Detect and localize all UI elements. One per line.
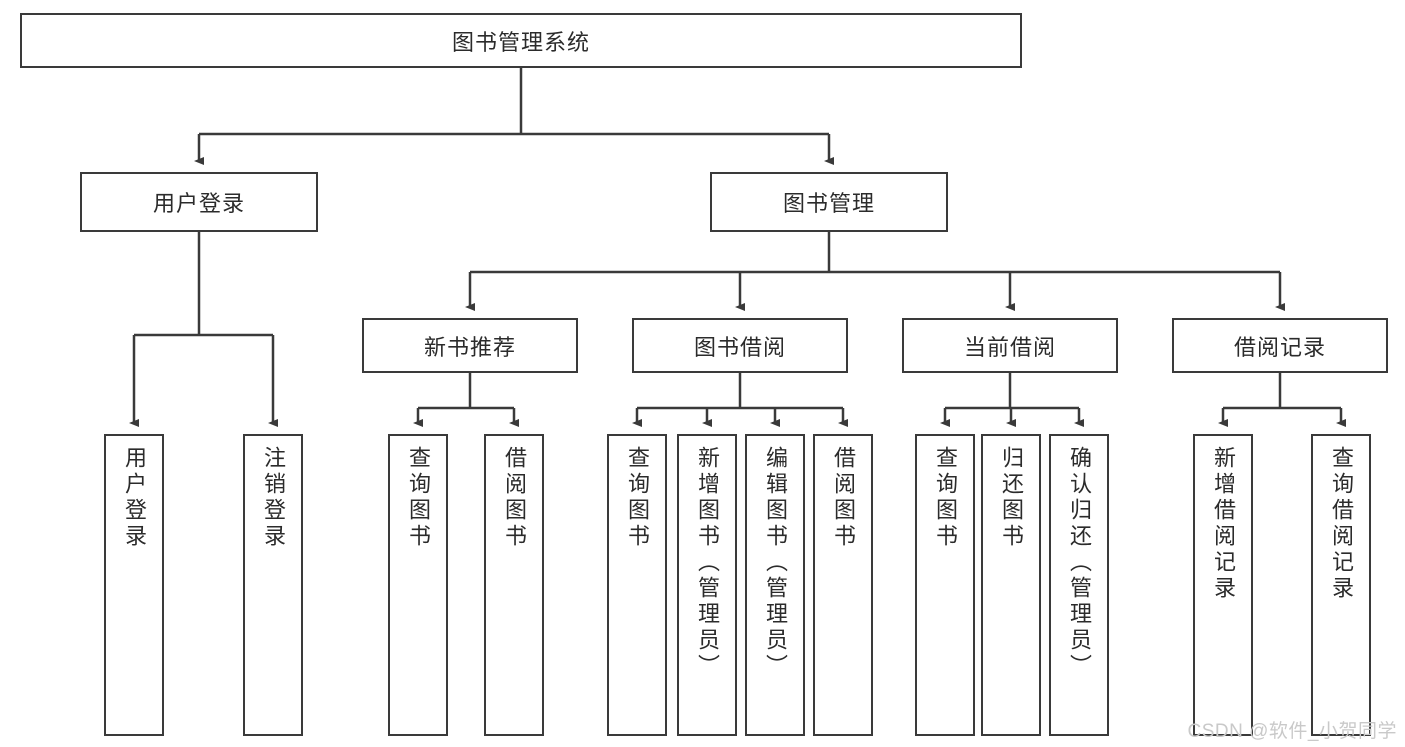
- node-label: 确认归还（管理员）: [1067, 446, 1092, 680]
- node-label: 借阅记录: [1233, 334, 1326, 360]
- node-label: 图书管理: [782, 191, 875, 216]
- node-current-borrow[interactable]: 当前借阅: [902, 318, 1118, 373]
- node-leaf-user-login[interactable]: 用户登录: [104, 434, 164, 736]
- node-leaf-query-book-2[interactable]: 查询图书: [607, 434, 667, 736]
- node-label: 当前借阅: [963, 334, 1056, 360]
- node-leaf-borrow-book-1[interactable]: 借阅图书: [484, 434, 544, 736]
- node-label: 查询图书: [933, 446, 958, 550]
- node-borrow-record[interactable]: 借阅记录: [1172, 318, 1388, 373]
- node-leaf-add-book[interactable]: 新增图书（管理员）: [677, 434, 737, 736]
- node-leaf-query-record[interactable]: 查询借阅记录: [1311, 434, 1371, 736]
- node-label: 借阅图书: [502, 446, 527, 550]
- node-leaf-confirm-return[interactable]: 确认归还（管理员）: [1049, 434, 1109, 736]
- node-root[interactable]: 图书管理系统: [20, 13, 1022, 68]
- node-leaf-return-book[interactable]: 归还图书: [981, 434, 1041, 736]
- node-leaf-query-book-3[interactable]: 查询图书: [915, 434, 975, 736]
- node-label: 查询图书: [625, 446, 650, 550]
- node-label: 用户登录: [122, 446, 147, 550]
- node-new-book-rec[interactable]: 新书推荐: [362, 318, 578, 373]
- node-book-manage[interactable]: 图书管理: [710, 172, 948, 232]
- node-leaf-edit-book[interactable]: 编辑图书（管理员）: [745, 434, 805, 736]
- node-label: 图书借阅: [693, 334, 786, 360]
- node-label: 查询借阅记录: [1329, 446, 1354, 602]
- csdn-watermark: CSDN @软件_小贺同学: [1187, 721, 1397, 742]
- node-label: 查询图书: [406, 446, 431, 550]
- node-label: 新书推荐: [423, 334, 516, 360]
- node-label: 用户登录: [152, 191, 245, 216]
- node-book-borrow[interactable]: 图书借阅: [632, 318, 848, 373]
- node-label: 借阅图书: [831, 446, 856, 550]
- node-user-login[interactable]: 用户登录: [80, 172, 318, 232]
- node-label: 注销登录: [261, 446, 286, 550]
- node-label: 归还图书: [999, 446, 1024, 550]
- node-label: 新增借阅记录: [1211, 446, 1236, 602]
- node-label: 图书管理系统: [451, 29, 590, 55]
- node-leaf-borrow-book-2[interactable]: 借阅图书: [813, 434, 873, 736]
- node-leaf-logout[interactable]: 注销登录: [243, 434, 303, 736]
- node-label: 编辑图书（管理员）: [763, 446, 788, 680]
- node-label: 新增图书（管理员）: [695, 446, 720, 680]
- node-leaf-add-record[interactable]: 新增借阅记录: [1193, 434, 1253, 736]
- node-leaf-query-book-1[interactable]: 查询图书: [388, 434, 448, 736]
